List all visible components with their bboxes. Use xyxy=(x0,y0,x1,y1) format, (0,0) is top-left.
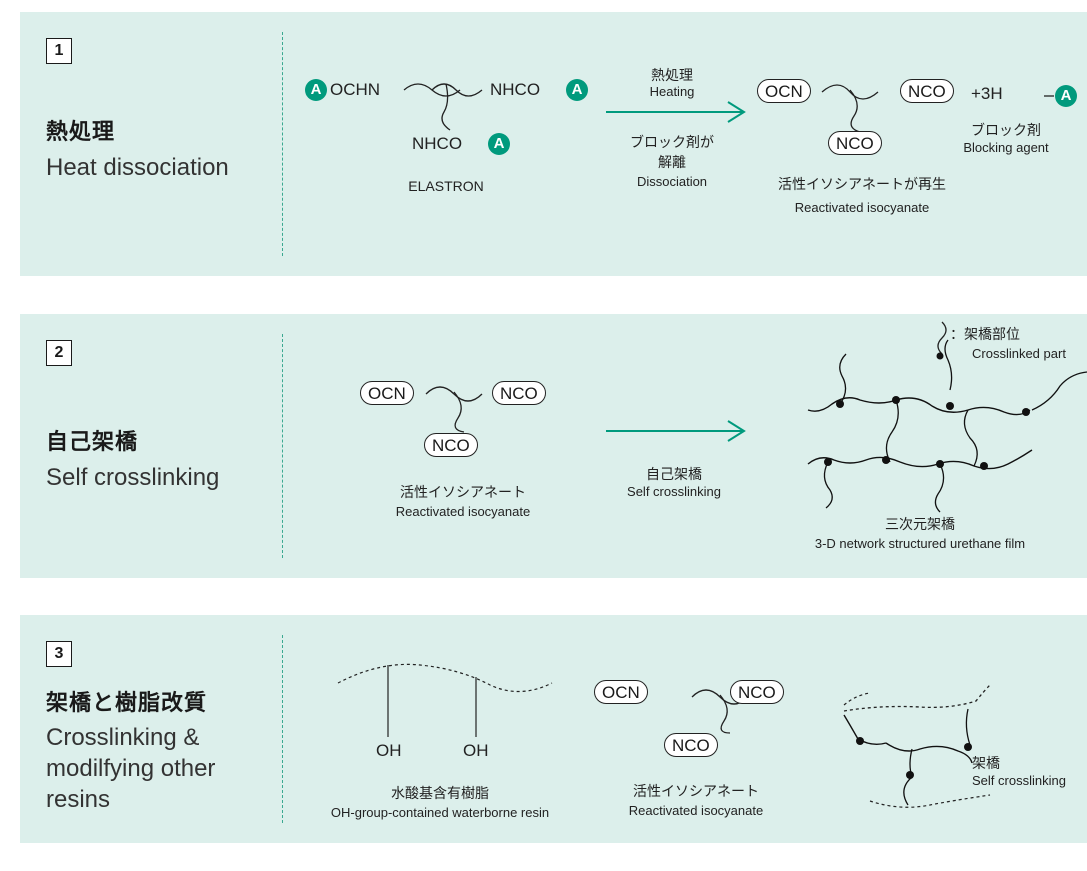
dissociation-label-jp-2: 解離 xyxy=(658,155,686,171)
elastron-bottom-group: NHCO xyxy=(412,134,463,153)
arrow-label-en: Self crosslinking xyxy=(627,484,721,499)
step-number: 1 xyxy=(46,38,72,64)
product-label-en: Self crosslinking xyxy=(972,773,1066,788)
blocking-agent-badge: A xyxy=(1055,85,1077,107)
iso-label-en: Reactivated isocyanate xyxy=(628,803,764,818)
step-1-bonds xyxy=(403,83,1054,133)
step-title-en: Self crosslinking xyxy=(46,464,220,491)
step-title-en-1: Crosslinking & xyxy=(46,724,200,751)
blocking-agent-jp: ブロック剤 xyxy=(971,123,1041,139)
arrow-label-jp: 熱処理 xyxy=(651,68,693,84)
network-label-en: 3-D network structured urethane film xyxy=(814,536,1026,551)
elastron-right-group: NHCO xyxy=(490,80,541,99)
step-title-jp: 架橋と樹脂改質 xyxy=(46,691,208,716)
step-number: 2 xyxy=(46,340,72,366)
dissociation-label-jp: ブロック剤が xyxy=(630,135,714,151)
isocyanate-group: NCO xyxy=(828,131,882,155)
isocyanate-group: NCO xyxy=(492,381,546,405)
isocyanate-group: NCO xyxy=(664,733,718,757)
reactant-label-jp: 活性イソシアネート xyxy=(400,485,526,501)
product-label-jp: 活性イソシアネートが再生 xyxy=(778,177,946,193)
hydroxyl-group: OH xyxy=(463,741,489,760)
step-title-en-2: modilfying other xyxy=(46,755,216,782)
isocyanate-group: NCO xyxy=(424,433,478,457)
blocking-agent-badge: A xyxy=(488,133,510,155)
dissociation-label-en: Dissociation xyxy=(636,174,708,189)
resin-label-jp: 水酸基含有樹脂 xyxy=(391,786,489,802)
step-3-bonds xyxy=(337,663,991,808)
product-label-jp: 架橋 xyxy=(972,756,1000,772)
elastron-left-group: OCHN xyxy=(330,80,381,99)
product-label-en: Reactivated isocyanate xyxy=(794,200,930,215)
blocking-agent-badge: A xyxy=(566,79,588,101)
network-label-jp: 三次元架橋 xyxy=(885,517,955,533)
arrow-label-jp: 自己架橋 xyxy=(646,467,702,483)
section-divider xyxy=(282,635,283,823)
resin-label-en: OH-group-contained waterborne resin xyxy=(330,805,550,820)
isocyanate-group: OCN xyxy=(757,79,811,103)
step-title-jp: 自己架橋 xyxy=(46,430,139,455)
step-1-panel: 1 熱処理 Heat dissociation A OCHN NHCO A NH… xyxy=(20,12,1087,276)
isocyanate-group: OCN xyxy=(360,381,414,405)
isocyanate-group: NCO xyxy=(730,680,784,704)
arrow-label-en: Heating xyxy=(649,84,695,99)
section-divider xyxy=(282,32,283,256)
legend-crosslink-en: Crosslinked part xyxy=(972,346,1066,361)
isocyanate-group: OCN xyxy=(594,680,648,704)
step-title-en-3: resins xyxy=(46,786,111,813)
reactant-label-en: Reactivated isocyanate xyxy=(395,504,531,519)
blocking-agent-badge: A xyxy=(305,79,327,101)
legend-crosslink-jp: ：架橋部位 xyxy=(950,327,1020,343)
step-2-bonds xyxy=(425,321,1087,513)
step-title-en: Heat dissociation xyxy=(46,154,229,181)
step-number: 3 xyxy=(46,641,72,667)
hydroxyl-group: OH xyxy=(376,741,402,760)
blocking-agent-en: Blocking agent xyxy=(963,140,1049,155)
section-divider xyxy=(282,334,283,558)
plus-3h: +3H xyxy=(971,84,1003,103)
elastron-name: ELASTRON xyxy=(408,178,484,194)
step-2-panel: 2 自己架橋 Self crosslinking OCN NCO NCO 活性イ… xyxy=(20,314,1087,578)
step-3-panel: 3 架橋と樹脂改質 Crosslinking & modilfying othe… xyxy=(20,615,1087,843)
iso-label-jp: 活性イソシアネート xyxy=(633,784,759,800)
step-title-jp: 熱処理 xyxy=(46,120,116,145)
isocyanate-group: NCO xyxy=(900,79,954,103)
